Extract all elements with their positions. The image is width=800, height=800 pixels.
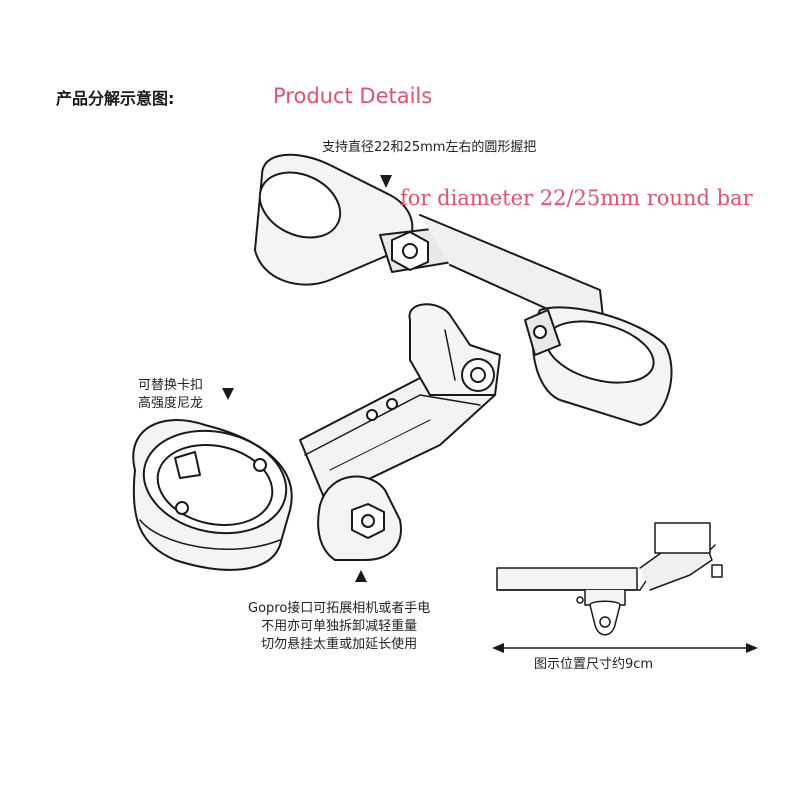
extension-arm <box>299 377 496 501</box>
gopro-interface <box>317 475 402 561</box>
size-note: 图示位置尺寸约9cm <box>534 657 654 672</box>
gopro-note-line: Gopro接口可拓展相机或者手电 <box>248 601 431 616</box>
bar-note-en: for diameter 22/25mm round bar <box>400 186 753 210</box>
computer-mount-head <box>132 419 293 571</box>
bar-note-cn: 支持直径22和25mm左右的圆形握把 <box>322 140 537 155</box>
page-title-cn: 产品分解示意图: <box>56 89 175 108</box>
gopro-pointer-arrow <box>355 570 367 582</box>
bar-pointer-arrow <box>380 175 392 188</box>
top-hinge <box>408 303 501 396</box>
page-title-en: Product Details <box>273 84 433 108</box>
mount-note: 可替换卡扣 高强度尼龙 <box>138 377 203 413</box>
gopro-note-line: 不用亦可单独拆卸减轻重量 <box>261 619 418 634</box>
mount-pointer-arrow <box>222 388 234 400</box>
bar-clamp-left <box>254 153 606 336</box>
dimension-arrow <box>492 643 758 653</box>
gopro-note-line: 切勿悬挂太重或加延长使用 <box>261 637 418 652</box>
mount-note-line: 高强度尼龙 <box>138 396 204 411</box>
gopro-note: Gopro接口可拓展相机或者手电 不用亦可单独拆卸减轻重量 切勿悬挂太重或加延长… <box>248 600 430 654</box>
side-view-drawing <box>496 522 723 636</box>
mount-note-line: 可替换卡扣 <box>138 378 204 393</box>
bar-clamp-right <box>524 306 673 426</box>
